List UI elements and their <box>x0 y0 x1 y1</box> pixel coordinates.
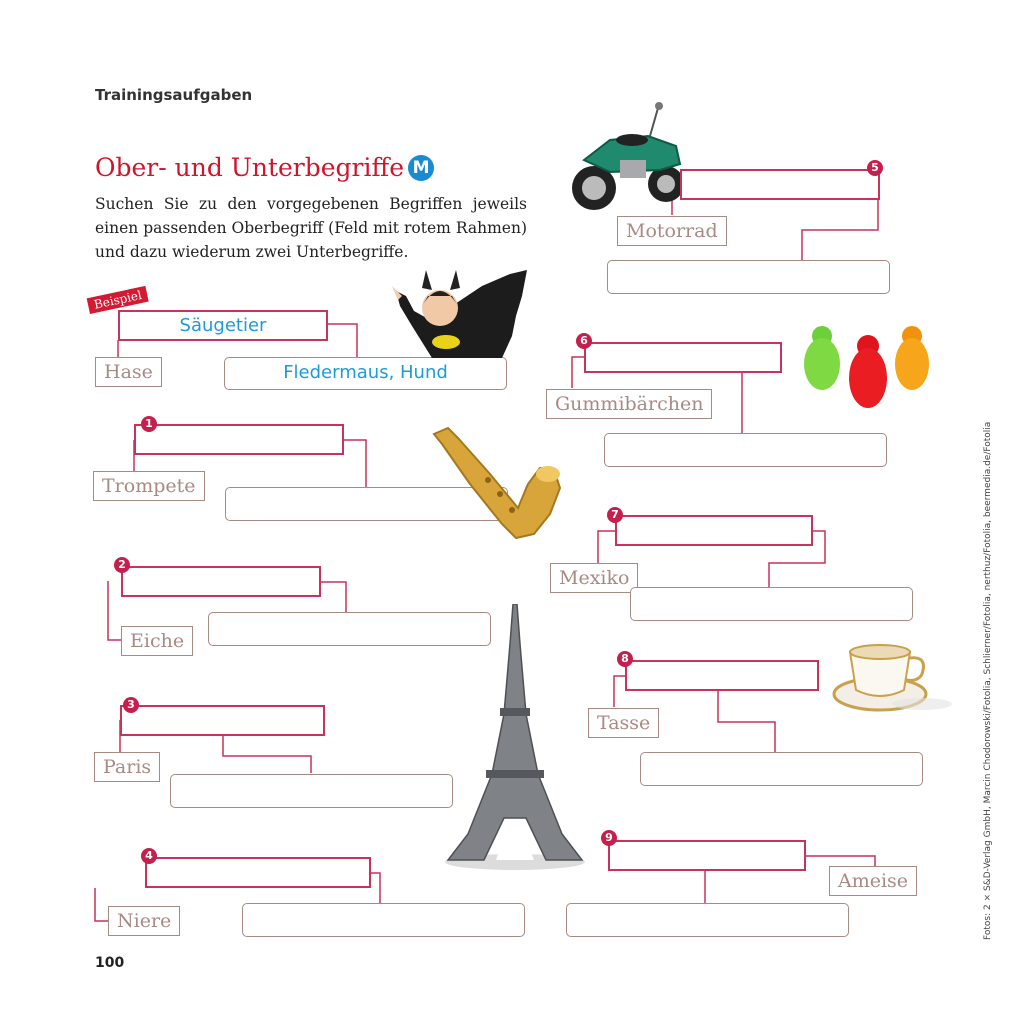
ex1-oberbegriff-field[interactable] <box>134 424 344 455</box>
ex5-oberbegriff-field[interactable] <box>680 169 880 200</box>
ex1-given-word: Trompete <box>93 471 205 501</box>
ex5-unterbegriffe-field[interactable] <box>607 260 890 294</box>
ex6-oberbegriff-field[interactable] <box>584 342 782 373</box>
eiffel-tower-photo <box>445 604 585 870</box>
example-given-word: Hase <box>95 357 162 387</box>
ex4-number: 4 <box>141 848 157 864</box>
ex3-given-word: Paris <box>94 752 161 782</box>
ex5-number: 5 <box>867 160 883 176</box>
ex7-given-word: Mexiko <box>550 563 639 593</box>
ex7-unterbegriffe-field[interactable] <box>630 587 913 621</box>
ex3-oberbegriff-field[interactable] <box>120 705 325 736</box>
ex8-number: 8 <box>617 651 633 667</box>
gummy-bears-photo <box>804 326 929 408</box>
ex3-number: 3 <box>123 697 139 713</box>
title-text: Ober- und Unterbegriffe <box>95 153 405 182</box>
saxophone-photo <box>432 426 562 540</box>
difficulty-badge: M <box>408 155 435 181</box>
ex6-unterbegriffe-field[interactable] <box>604 433 887 467</box>
bat-costume-photo <box>392 270 527 358</box>
instructions: Suchen Sie zu den vorgegebenen Begriffen… <box>95 195 527 261</box>
ex9-unterbegriffe-field[interactable] <box>566 903 849 937</box>
ex9-given-word: Ameise <box>829 866 918 896</box>
example-unterbegriffe: Fledermaus, Hund <box>224 357 507 390</box>
ex8-given-word: Tasse <box>588 708 660 738</box>
example-oberbegriff: Säugetier <box>118 310 328 341</box>
teacup-photo <box>832 644 952 712</box>
ex4-given-word: Niere <box>108 906 181 936</box>
ex2-number: 2 <box>114 557 130 573</box>
ex7-number: 7 <box>607 507 623 523</box>
ex6-given-word: Gummibärchen <box>546 389 713 419</box>
ex5-given-word: Motorrad <box>617 216 727 246</box>
photo-credits: Fotos: 2 × S&D-Verlag GmbH, Marcin Chodo… <box>983 421 993 940</box>
ex9-number: 9 <box>601 830 617 846</box>
ex6-number: 6 <box>576 333 592 349</box>
ex8-unterbegriffe-field[interactable] <box>640 752 923 786</box>
ex8-oberbegriff-field[interactable] <box>625 660 819 691</box>
ex2-unterbegriffe-field[interactable] <box>208 612 491 646</box>
ex2-oberbegriff-field[interactable] <box>121 566 321 597</box>
section-label: Trainingsaufgaben <box>95 86 253 104</box>
ex4-unterbegriffe-field[interactable] <box>242 903 525 937</box>
ex4-oberbegriff-field[interactable] <box>145 857 371 888</box>
ex1-unterbegriffe-field[interactable] <box>225 487 508 521</box>
motorcycle-photo <box>572 102 684 210</box>
ex1-number: 1 <box>141 416 157 432</box>
ex3-unterbegriffe-field[interactable] <box>170 774 453 808</box>
page-number: 100 <box>95 955 125 971</box>
ex7-oberbegriff-field[interactable] <box>615 515 813 546</box>
ex2-given-word: Eiche <box>121 626 194 656</box>
ex9-oberbegriff-field[interactable] <box>608 840 806 871</box>
